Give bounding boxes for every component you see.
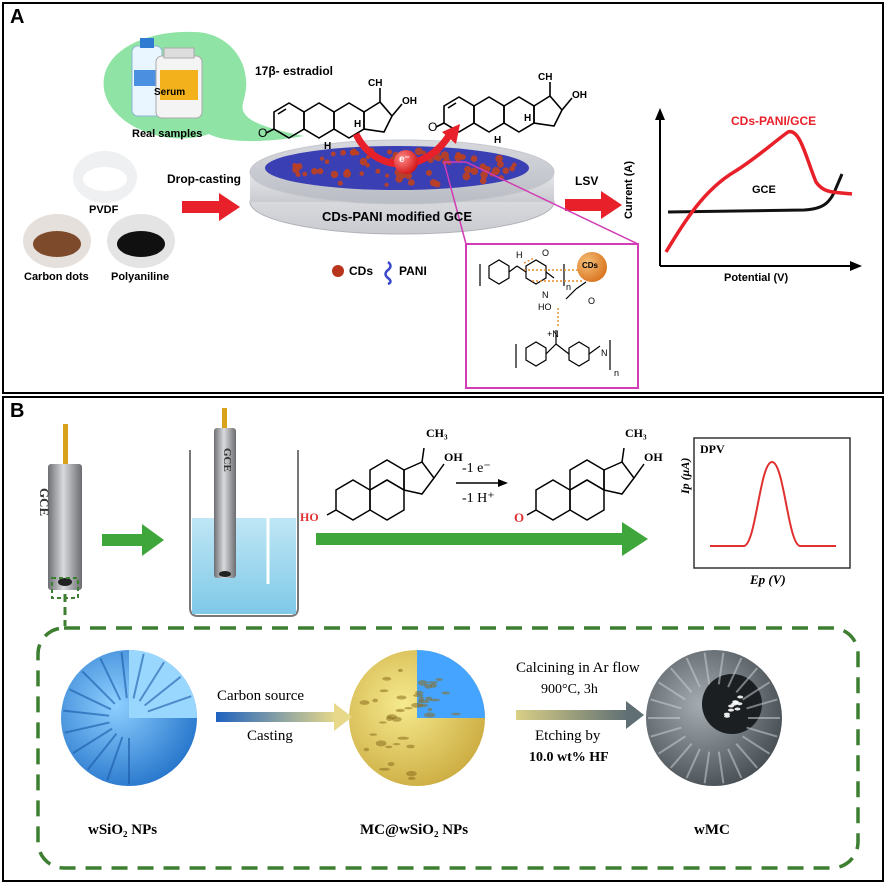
panel-a-graphics: O CH OH H H O CH OH H H <box>4 4 886 396</box>
carbon-source-arrow <box>216 712 336 722</box>
svg-text:O: O <box>588 296 595 306</box>
ch3-label-left: CH₃ <box>426 426 448 441</box>
minus-e-label: -1 e⁻ <box>462 460 491 477</box>
electron-label: e⁻ <box>399 154 410 165</box>
svg-text:CH: CH <box>368 78 382 89</box>
green-arrow-long <box>316 522 648 556</box>
carbon-source-label: Carbon source <box>217 688 304 705</box>
calcining-label: Calcining in Ar flow <box>516 660 640 677</box>
chart-x-label: Potential (V) <box>724 272 788 284</box>
pvdf-label: PVDF <box>89 204 118 216</box>
etching-label: Etching by <box>535 728 600 745</box>
wsio2-label: wSiO₂ NPs <box>88 822 157 839</box>
panel-b: B <box>2 396 884 882</box>
drop-casting-arrow <box>182 193 240 221</box>
estradiol-structure-right <box>436 82 572 132</box>
svg-text:H: H <box>354 119 361 130</box>
hf-label: 10.0 wt% HF <box>529 750 609 766</box>
dpv-x-label: Ep (V) <box>750 572 786 588</box>
svg-text:CH: CH <box>538 72 552 83</box>
electrode-label: CDs-PANI modified GCE <box>322 209 472 224</box>
drop-casting-label: Drop-casting <box>167 172 241 186</box>
oh-label-left: OH <box>444 450 463 465</box>
gce-label-1: GCE <box>36 488 52 516</box>
ch3-label-right: CH₃ <box>625 426 647 441</box>
mc-wsio2-label: MC@wSiO₂ NPs <box>360 822 468 839</box>
estradiol-structure-b-left <box>327 448 444 520</box>
svg-text:+N: +N <box>547 329 559 339</box>
estradiol-label: 17β- estradiol <box>255 64 333 78</box>
svg-text:N: N <box>542 290 549 300</box>
casting-label: Casting <box>247 728 293 745</box>
dpv-y-label: Ip (μA) <box>678 458 693 494</box>
serum-label: Serum <box>154 87 185 98</box>
panel-a: A <box>2 2 884 394</box>
svg-text:HO: HO <box>538 302 552 312</box>
calcining-arrow <box>516 710 628 720</box>
minus-h-label: -1 H⁺ <box>462 490 495 507</box>
svg-text:H: H <box>494 135 501 146</box>
legend-cds-label: CDs <box>349 264 373 278</box>
polyaniline-label: Polyaniline <box>111 271 169 283</box>
dpv-title: DPV <box>700 442 725 457</box>
wmc-label: wMC <box>694 822 730 839</box>
legend-cds-dot-icon <box>332 265 344 277</box>
lsv-arrow <box>565 191 622 219</box>
chart-y-label: Current (A) <box>623 161 635 219</box>
svg-text:H: H <box>524 113 531 124</box>
estradiol-structure-b-right <box>527 448 644 520</box>
inset-cds-label: CDs <box>582 261 598 270</box>
svg-text:OH: OH <box>572 90 587 101</box>
o-label: O <box>514 510 524 526</box>
pani-cds-inset-box <box>466 244 638 388</box>
svg-text:O: O <box>428 120 437 134</box>
svg-text:O: O <box>258 126 267 140</box>
dpv-chart-frame <box>694 438 850 568</box>
chart-series-black-label: GCE <box>752 184 776 196</box>
svg-text:n: n <box>566 282 571 292</box>
gce-electrode-rod <box>48 464 82 590</box>
svg-text:O: O <box>542 248 549 258</box>
svg-text:H: H <box>324 141 331 152</box>
lsv-label: LSV <box>575 174 598 188</box>
green-arrow-1 <box>102 524 164 556</box>
svg-text:H: H <box>516 250 523 260</box>
svg-text:n: n <box>614 368 619 378</box>
panel-b-graphics <box>4 398 886 884</box>
svg-text:OH: OH <box>402 96 417 107</box>
ho-label: HO <box>300 510 319 525</box>
gce-label-2: GCE <box>221 448 233 472</box>
real-samples-label: Real samples <box>132 128 202 140</box>
estradiol-structure-left <box>266 88 402 138</box>
chart-series-red-label: CDs-PANI/GCE <box>731 114 816 128</box>
temperature-label: 900°C, 3h <box>541 682 598 698</box>
oh-label-right: OH <box>644 450 663 465</box>
legend-pani-squiggle-icon <box>386 262 391 284</box>
carbon-dots-label: Carbon dots <box>24 271 89 283</box>
legend-pani-label: PANI <box>399 264 427 278</box>
svg-text:N: N <box>601 348 608 358</box>
